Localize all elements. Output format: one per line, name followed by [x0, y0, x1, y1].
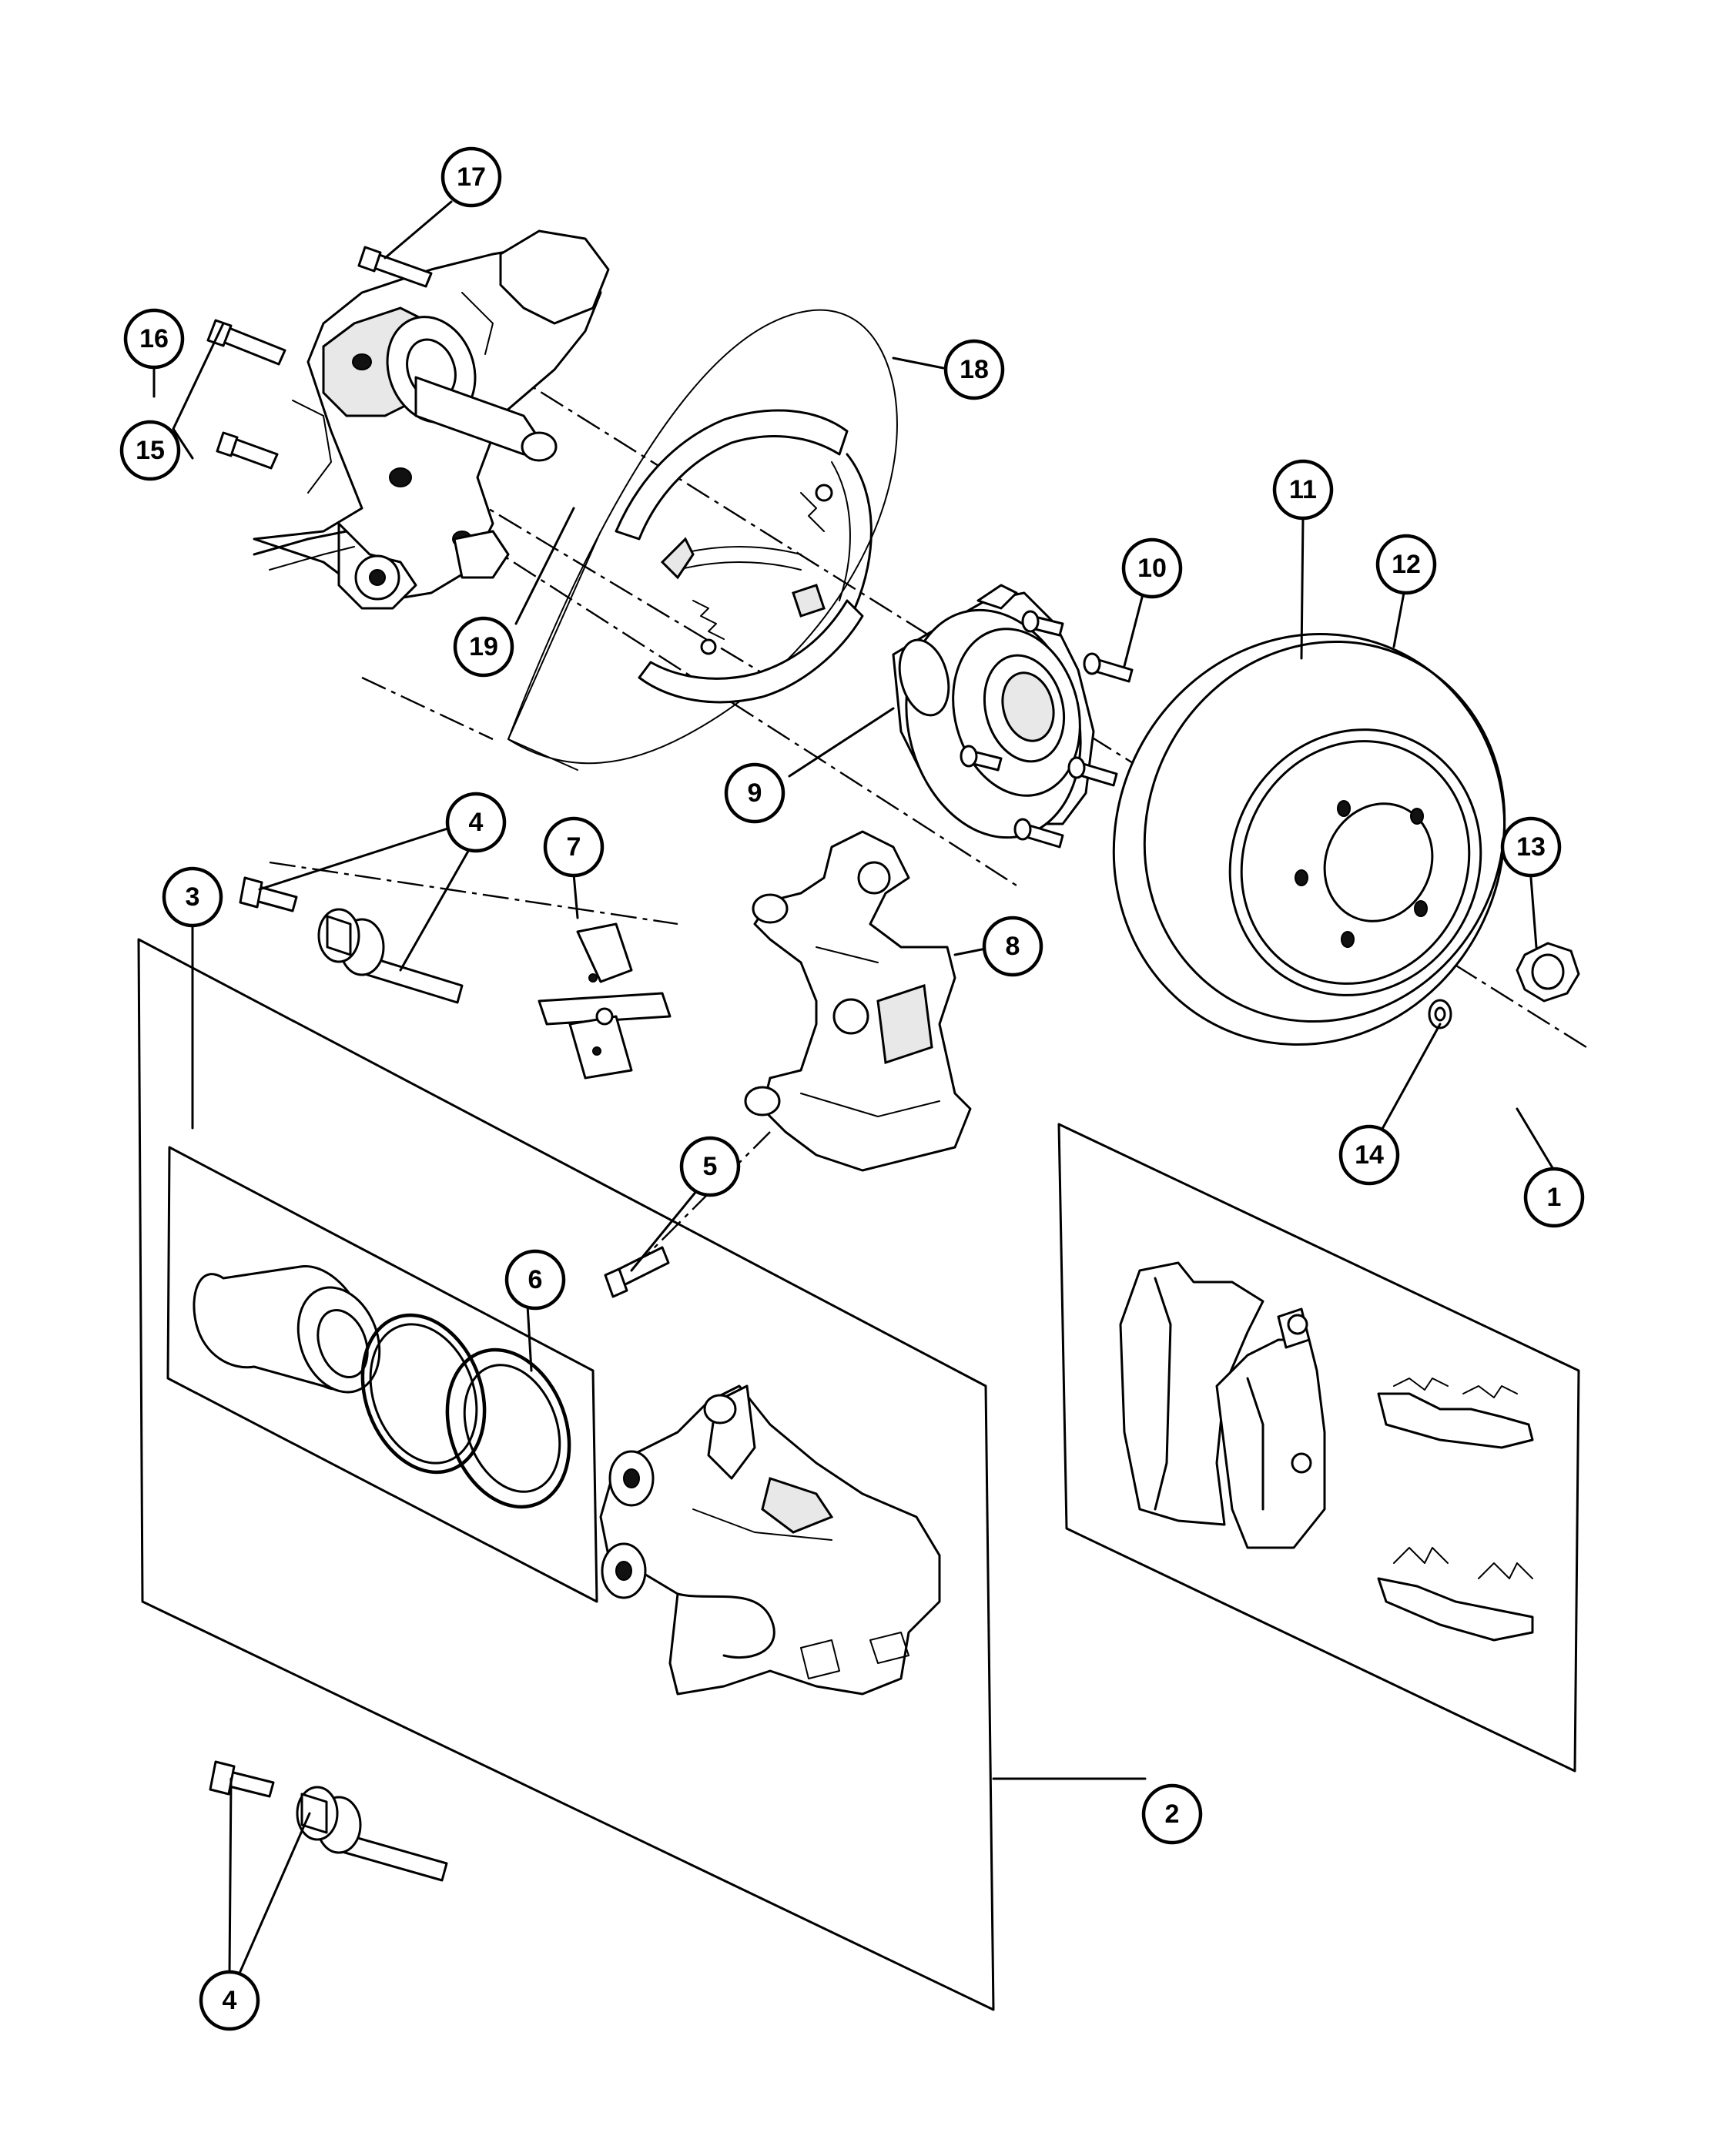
callout-18-label: 18: [960, 355, 989, 384]
bolt-17: [357, 246, 433, 288]
anti-rattle-clip-7: [538, 922, 672, 1080]
callout-15-label: 15: [136, 436, 165, 465]
callout-9: 9: [724, 762, 785, 824]
callout-7-label: 7: [567, 832, 581, 862]
callout-2: 2: [1141, 1783, 1203, 1845]
callout-11-label: 11: [1289, 475, 1317, 504]
callout-12: 12: [1375, 534, 1437, 595]
callout-10-label: 10: [1137, 554, 1167, 583]
brake-pad-kit-1-box: [1057, 1123, 1580, 1773]
callout-18: 18: [943, 339, 1005, 400]
callout-5-label: 5: [703, 1152, 718, 1181]
callout-6-label: 6: [528, 1265, 543, 1294]
callout-4-bottom-label: 4: [223, 1986, 237, 2015]
callout-12-label: 12: [1392, 550, 1421, 579]
callout-14: 14: [1338, 1124, 1400, 1186]
brake-rotor-11: [1112, 632, 1506, 1046]
callout-10: 10: [1121, 537, 1183, 599]
caliper-body-2: [599, 1384, 941, 1696]
callout-4-bottom: 4: [199, 1970, 260, 2031]
callout-3: 3: [162, 866, 223, 928]
callout-16-label: 16: [139, 324, 169, 353]
knuckle-spindle-assembly: [253, 229, 610, 610]
washer-14: [1428, 999, 1452, 1029]
callout-2-label: 2: [1165, 1799, 1180, 1829]
callout-19-label: 19: [469, 632, 498, 661]
bolt-15: [216, 431, 279, 470]
guide-pin-4-bottom: [296, 1786, 448, 1882]
callout-1-label: 1: [1547, 1183, 1562, 1212]
caliper-kit-2-box: [137, 938, 995, 2011]
hub-bearing-9: [892, 584, 1095, 839]
callout-4-top-label: 4: [469, 808, 484, 837]
callout-16: 16: [123, 308, 185, 370]
callout-15: 15: [119, 420, 181, 481]
guide-pin-4-top: [317, 908, 464, 1004]
callout-17: 17: [440, 146, 502, 208]
callout-17-label: 17: [457, 162, 486, 192]
parking-brake-shoes-19: [615, 409, 873, 704]
callout-4-top: 4: [445, 792, 507, 853]
callout-8: 8: [982, 916, 1043, 977]
callout-9-label: 9: [748, 778, 762, 808]
callout-1: 1: [1523, 1167, 1585, 1228]
callout-5: 5: [679, 1136, 741, 1197]
guide-pin-bolt-4-top: [239, 876, 298, 912]
bolt-16: [206, 319, 286, 366]
callout-7: 7: [543, 816, 605, 878]
callout-13-label: 13: [1516, 832, 1546, 862]
callout-6: 6: [504, 1249, 566, 1311]
lug-nut-13: [1516, 942, 1580, 1003]
wheel-studs-10: [960, 610, 1134, 849]
bleeder-screw-5: [604, 1246, 670, 1298]
caliper-bracket-8: [744, 830, 972, 1172]
callout-14-label: 14: [1355, 1140, 1384, 1170]
callout-3-label: 3: [186, 882, 200, 912]
guide-pin-bolt-4-bottom: [209, 1760, 275, 1798]
seal-kit-3-box: [166, 1146, 598, 1603]
callout-19: 19: [453, 616, 514, 678]
callout-13: 13: [1500, 816, 1562, 878]
callout-11: 11: [1272, 459, 1334, 521]
backing-plate-18: [507, 309, 898, 765]
callout-8-label: 8: [1006, 932, 1020, 961]
